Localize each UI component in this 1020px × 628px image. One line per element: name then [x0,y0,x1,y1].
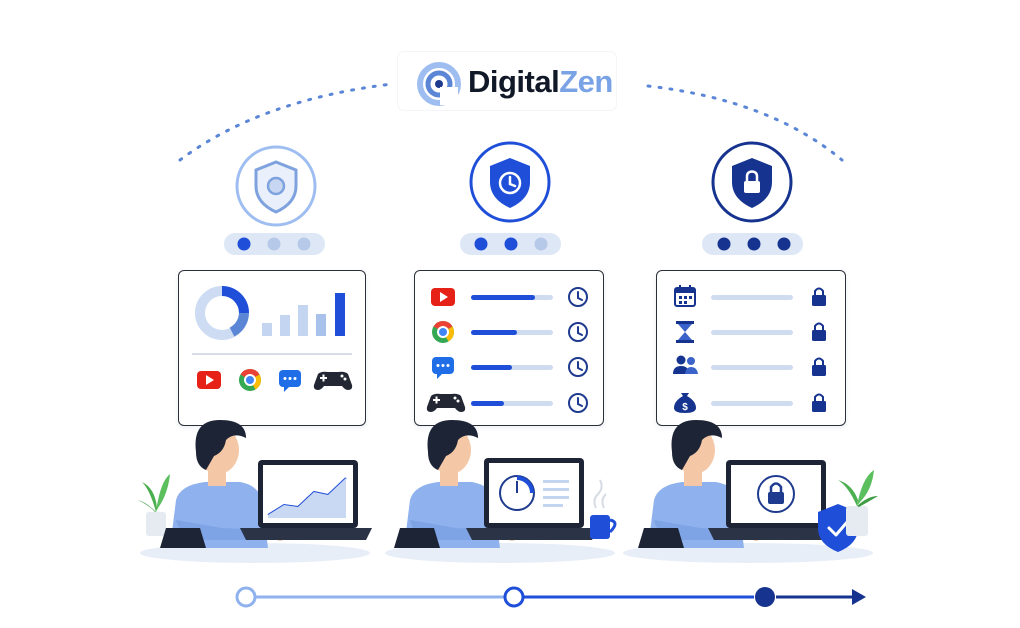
plant-icon [838,470,878,536]
timeline-node-3 [755,587,775,607]
money-bag-icon: $ [674,393,696,413]
progress-dots-3 [717,237,791,251]
brand-word-2: Zen [559,64,613,99]
brand-logo: DigitalZen [468,62,613,102]
brand-word-1: Digital [468,64,560,99]
laptop-icon [708,460,840,540]
mug-icon [590,479,617,539]
timer-fill [471,330,517,335]
plant-icon [138,474,170,536]
gamepad-icon [313,371,353,390]
timer-fill [471,365,512,370]
shield-dot-icon [235,145,317,227]
clock-icon [568,393,588,413]
clock-icon [568,287,588,307]
clock-icon [568,322,588,342]
lock-bars [711,295,793,406]
timer-fill [471,401,504,406]
chrome-icon [239,369,261,391]
hourglass-icon [676,321,694,343]
locks-card-content: $ [673,285,826,413]
clock-icon [568,357,588,377]
progress-dots-1 [237,237,311,251]
lock-icon [812,322,826,341]
lock-icon [812,287,826,306]
shield-lock-icon [711,141,793,223]
laptop-icon [466,458,598,540]
chat-icon [432,357,454,379]
chat-icon [279,370,301,392]
progress-timeline [235,586,866,608]
dashboard-card-content [192,286,353,392]
timeline-node-2 [503,586,525,608]
chrome-icon [432,321,454,343]
logo-mark-icon [417,62,461,106]
lock-icon [812,357,826,376]
workstations-scene [138,420,878,563]
svg-text:$: $ [682,402,688,413]
laptop-icon [240,460,372,540]
progress-dots-2 [474,237,548,251]
timers-card-content [426,287,588,413]
timer-fill [471,295,535,300]
donut-chart-icon [195,286,249,340]
dashboard-card [178,270,366,426]
timeline-node-1 [235,586,257,608]
calendar-icon [674,285,696,307]
gamepad-icon [426,393,466,412]
shield-clock-icon [469,141,551,223]
youtube-icon [197,371,221,389]
youtube-icon [431,288,455,306]
lock-icon [812,393,826,412]
bar-chart-icon [262,293,345,336]
users-icon [673,355,698,374]
